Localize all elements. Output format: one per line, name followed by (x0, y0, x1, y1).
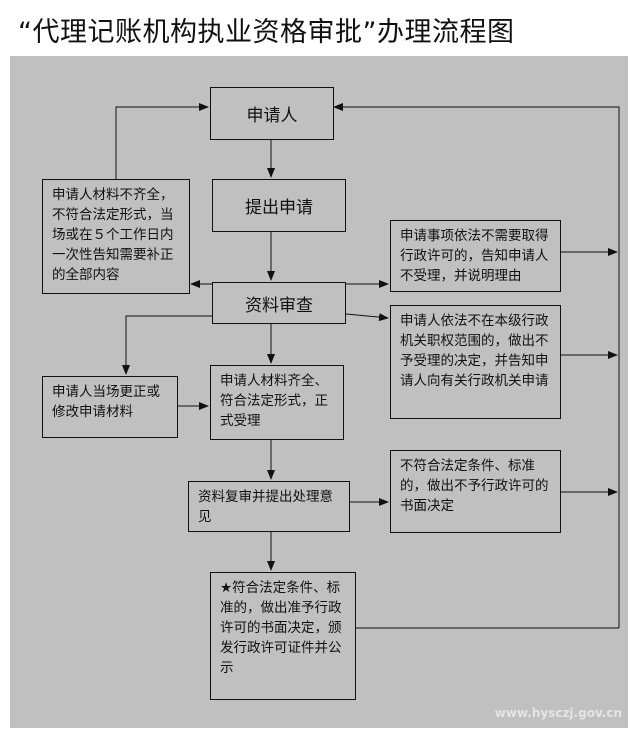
arrow-return-applicant (333, 103, 620, 628)
node-review: 资料审查 (212, 282, 346, 324)
node-applicant: 申请人 (210, 87, 334, 140)
watermark: www.hysczj.gov.cn (494, 706, 622, 720)
node-submit: 提出申请 (212, 179, 346, 232)
node-approve: ★符合法定条件、标准的，做出准予行政许可的书面决定，颁发行政许可证件并公示 (210, 572, 356, 700)
connector-lines (115, 103, 620, 629)
node-recheck: 资料复审并提出处理意见 (188, 481, 350, 532)
node-accepted: 申请人材料齐全、符合法定形式，正式受理 (210, 365, 344, 440)
node-no-permit-needed: 申请事项依法不需要取得行政许可的，告知申请人不受理，并说明理由 (390, 220, 561, 292)
arrow-review-out-of-scope (345, 313, 389, 322)
flowchart-canvas: 申请人 提出申请 资料审查 申请人材料不齐全，不符合法定形式，当场或在５个工作日… (10, 56, 628, 728)
node-reject: 不符合法定条件、标准的，做出不予行政许可的书面决定 (390, 450, 561, 533)
node-out-of-scope: 申请人依法不在本级行政机关职权范围的，做出不予受理的决定，并告知申请人向有关行政… (390, 305, 561, 419)
node-correct: 申请人当场更正或修改申请材料 (42, 376, 178, 438)
arrow-incomplete-applicant (115, 103, 209, 179)
page-title: “代理记账机构执业资格审批”办理流程图 (18, 17, 515, 48)
node-incomplete: 申请人材料不齐全，不符合法定形式，当场或在５个工作日内一次性告知需要补正的全部内… (42, 179, 190, 294)
arrow-review-correct (122, 315, 212, 375)
